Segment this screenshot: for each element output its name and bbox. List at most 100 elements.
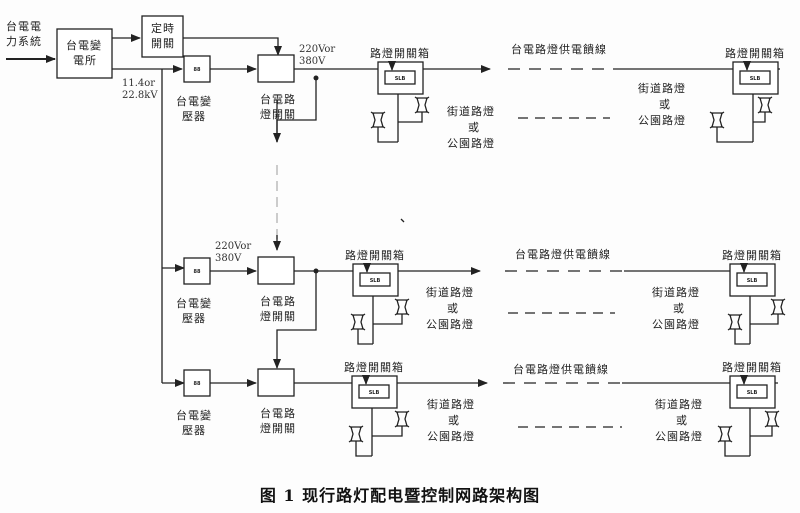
transformer-label-line1: 台電變 [176,296,212,310]
transformer-icon: 88 [194,67,201,73]
switchbox-label: 路燈開關箱 [344,360,404,374]
transformer-label-line2: 壓器 [182,110,206,123]
street-lamp-right [414,96,430,114]
timer-switch-box [141,15,184,58]
lamp-ray [361,313,366,317]
slb-box [384,70,416,85]
lamp-type-line3: 公園路燈 [652,317,700,331]
feeder-rows: 88台電變壓器台電路燈開關220Vor380V台電路燈供電饋線路燈開關箱SLB路… [176,42,786,457]
lamp-wire-right [372,426,403,437]
lamp-wire-left [724,441,750,457]
tp-switch-label-line2: 燈開關 [260,107,296,121]
slb-label: SLB [750,76,761,82]
figure-caption: 图 1 现行路灯配电暨控制网路架构图 [260,486,540,505]
slb-box [736,384,768,399]
slb-box [739,70,771,85]
lamp-wire-left [357,329,373,345]
lamp-type-line1: 街道路燈 [638,81,686,95]
lamp-type-line2: 或 [676,414,688,427]
lamp-icon [711,112,723,128]
lamp-ray [709,125,714,129]
lamp-ray [764,424,769,428]
lv-label-line1: 220Vor [299,44,335,55]
lamp-ray [361,327,366,331]
lamp-type-line3: 公園路燈 [655,429,703,443]
power-system-source: 台電電 力系統 [6,19,56,63]
transformer-label-line1: 台電變 [176,408,212,422]
lamp-ray [394,298,399,302]
lamp-wire-left [377,127,398,143]
lamp-ray [781,298,786,302]
lamp-icon [766,411,778,427]
slb-box [736,272,768,287]
lamp-ray [720,125,725,129]
street-lamp-left [717,425,733,443]
source-label-line1: 台電電 [6,19,42,33]
transformer-icon: 88 [194,269,201,275]
lamp-icon [350,426,362,442]
switchbox-label: 路燈開關箱 [722,248,782,262]
lamp-ray [350,313,355,317]
lamp-ray [414,110,419,114]
hv-label-line1: 11.4or [122,78,155,89]
feeder-label: 台電路燈供電饋線 [515,247,611,261]
stray-mark [400,218,405,223]
lamp-ray [348,439,353,443]
transformer-label-line2: 壓器 [182,424,206,437]
feeder-row-3: 88台電變壓器台電路燈開關台電路燈供電饋線路燈開關箱SLB路燈開關箱SLB街道路… [176,360,781,457]
lv-label-line1: 220Vor [215,241,251,252]
lamp-ray [394,312,399,316]
lamp-ray [738,327,743,331]
lamp-ray [717,425,722,429]
lamp-ray [781,312,786,316]
transformer-label-line1: 台電變 [176,94,212,108]
streetlight-switchbox-far: 路燈開關箱 SLB [709,46,785,143]
hv-label-line2: 22.8kV [122,90,158,101]
street-lamp-right [394,298,410,316]
tp-switch-label-line2: 燈開關 [260,309,296,323]
lamp-icon [352,314,364,330]
lamp-ray [757,110,762,114]
timer-label-line2: 開關 [151,37,175,50]
lamp-ray [775,424,780,428]
substation-box [56,28,113,79]
lamp-type-line1: 街道路燈 [426,285,474,299]
lamp-ray [405,424,410,428]
lv-label-line2: 380V [215,253,242,264]
junction-dot-row2 [313,268,319,274]
slb-label: SLB [395,76,406,82]
lamp-icon [719,426,731,442]
junction-dot-row1 [313,75,319,81]
lamp-type-line3: 公園路燈 [638,113,686,127]
lamp-icon [416,97,428,113]
lamp-type-line2: 或 [448,414,460,427]
lamp-ray [775,410,780,414]
street-lamp-right [770,298,786,316]
lamp-ray [727,327,732,331]
lv-label-line2: 380V [299,56,326,67]
tp-streetlight-switch-box [257,54,295,83]
switchbox-label: 路燈開關箱 [725,46,785,60]
lamp-type-line3: 公園路燈 [427,429,475,443]
lamp-ray [370,111,375,115]
lamp-type-line2: 或 [659,98,671,111]
lamp-ray [720,111,725,115]
slb-box [359,272,391,287]
lamp-type-line1: 街道路燈 [655,397,703,411]
lamp-icon [759,97,771,113]
street-lamp-left [709,111,725,129]
lamp-icon [772,299,784,315]
transformer-box [183,369,211,397]
lamp-ray [770,298,775,302]
lamp-icon [396,411,408,427]
lamp-wire-left [355,441,372,457]
street-lamp-left [727,313,743,331]
